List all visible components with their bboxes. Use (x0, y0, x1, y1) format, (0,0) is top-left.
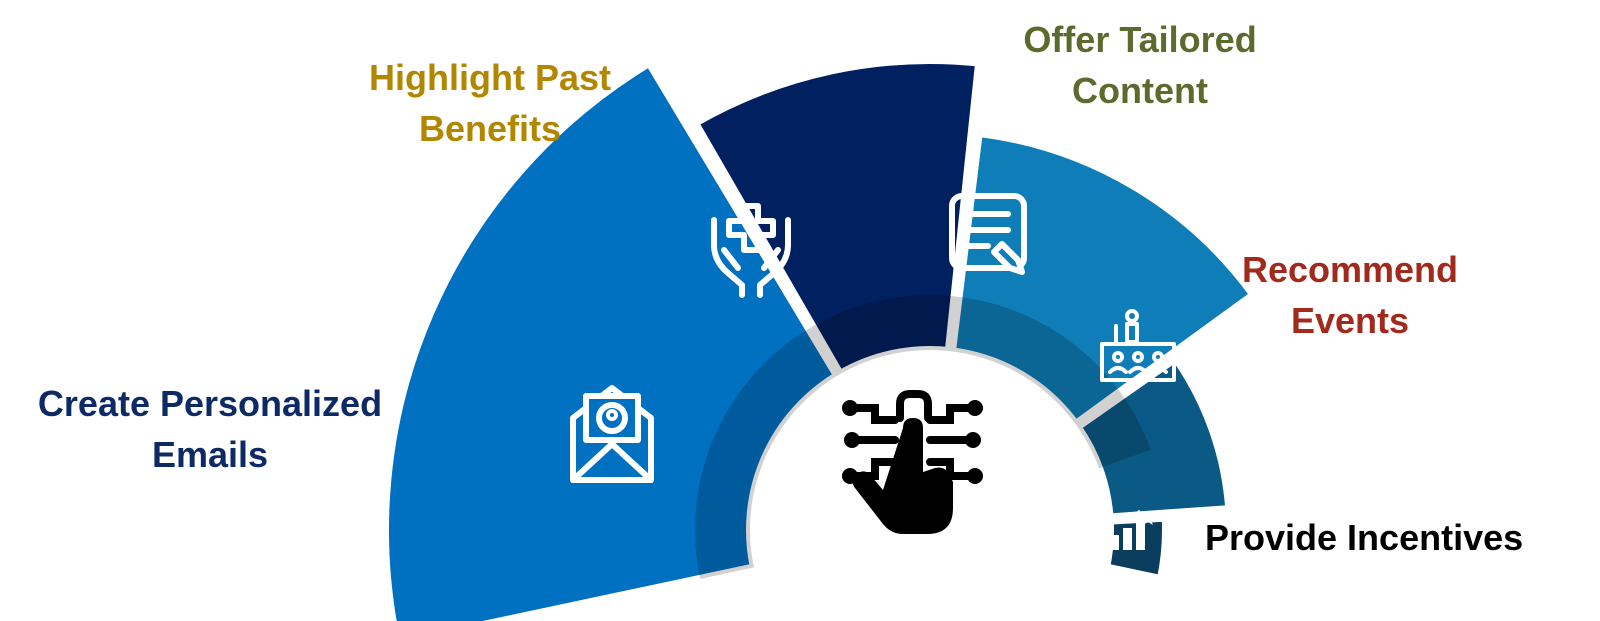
label-line: Highlight Past (369, 57, 611, 98)
growth-chart-icon (1109, 509, 1155, 550)
segment-emails (381, 58, 842, 621)
segment-events (1073, 353, 1234, 522)
inner-shadow-ring (695, 295, 1151, 579)
segment-benefits (691, 56, 984, 379)
label-line: Create Personalized (37, 383, 383, 424)
edit-document-icon (949, 193, 1027, 275)
step-label-create-personalized-emails: Create Personalized Emails (20, 378, 400, 480)
label-line: Provide Incentives (1205, 517, 1524, 558)
label-line: Benefits (418, 108, 562, 149)
envelope-icon (570, 385, 654, 483)
step-label-offer-tailored-content: Offer Tailored Content (960, 14, 1320, 116)
seminar-icon (1100, 309, 1176, 382)
step-label-highlight-past-benefits: Highlight Past Benefits (310, 52, 670, 154)
segment-group (381, 56, 1258, 621)
label-line: Offer Tailored (1023, 19, 1257, 60)
label-line: Content (1072, 70, 1208, 111)
step-label-provide-incentives: Provide Incentives (1205, 512, 1575, 563)
step-label-recommend-events: Recommend Events (1205, 244, 1495, 346)
label-line: Recommend (1241, 249, 1459, 290)
health-care-hands-icon (711, 203, 791, 298)
label-line: Events (1290, 300, 1410, 341)
label-line: Emails (151, 434, 269, 475)
segment-content (947, 128, 1258, 429)
digital-touch-icon (842, 390, 983, 534)
